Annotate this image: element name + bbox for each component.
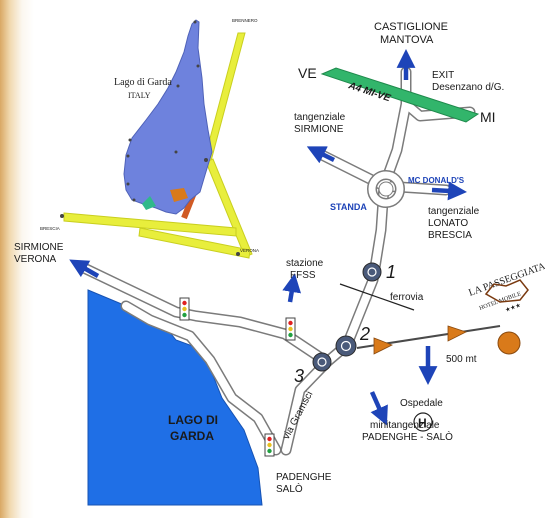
- waypoint-1-number: 1: [386, 262, 396, 282]
- inset-subtitle: ITALY: [128, 91, 151, 100]
- inset-roads: [63, 32, 253, 259]
- inset-towns: [60, 20, 240, 256]
- label-desenzano: Desenzano d/G.: [432, 82, 504, 93]
- arrow-sirmione-tangenziale: [306, 146, 336, 164]
- label-lago-di: LAGO DI: [168, 413, 218, 427]
- hospital-icon: H: [418, 416, 427, 430]
- orange-arrow-2: [447, 325, 468, 342]
- label-tang-sirmione-1: tangenziale: [294, 112, 346, 123]
- label-stazione: stazione: [286, 258, 324, 269]
- label-mi: MI: [480, 109, 496, 125]
- label-ospedale: Ospedale: [400, 398, 443, 409]
- label-tang-lonato-1: tangenziale: [428, 206, 480, 217]
- traffic-light-2: [285, 317, 296, 341]
- inset-orange-marker: [170, 188, 188, 202]
- waypoint-1: 1: [362, 262, 396, 282]
- label-exit: EXIT: [432, 70, 454, 81]
- direction-arrows: [69, 48, 467, 426]
- inset-green-marker: [142, 196, 156, 210]
- label-padenghe-salo-minitang: PADENGHE - SALÒ: [362, 430, 453, 443]
- waypoint-3-number: 3: [294, 366, 304, 386]
- label-tang-sirmione-2: SIRMIONE: [294, 124, 344, 135]
- label-padenghe: PADENGHE: [276, 472, 332, 483]
- inset-brescia-label: BRESCIA: [40, 226, 60, 231]
- railway-line: [339, 283, 415, 311]
- arrow-sirmione-verona: [69, 259, 100, 278]
- label-ferrovia: ferrovia: [390, 292, 424, 303]
- inset-title: Lago di Garda: [114, 77, 172, 88]
- inset-verona-label: VERONA: [240, 248, 259, 253]
- label-ve: VE: [298, 65, 317, 81]
- inset-lake: [123, 19, 213, 215]
- hospital-sign: H: [413, 412, 433, 432]
- hotel-horses-emblem: [484, 279, 529, 303]
- inset-brennero-label: BRENNERO: [232, 18, 258, 23]
- label-ffss: FFSS: [290, 270, 316, 281]
- arrow-mcdonalds: [431, 181, 467, 201]
- arrow-padenghe-minitang: [369, 391, 388, 426]
- hotel-stars: ★★★: [504, 302, 522, 314]
- label-minitangenziale: minitangenziale: [370, 420, 440, 431]
- label-500mt: 500 mt: [446, 354, 477, 365]
- route-to-hotel: [356, 325, 521, 355]
- waypoint-2-number: 2: [359, 324, 370, 344]
- orange-arrow-1: [373, 337, 393, 355]
- label-mcdonalds: MC DONALD'S: [408, 176, 465, 185]
- label-salo: SALÒ: [276, 482, 303, 495]
- label-tang-lonato-3: BRESCIA: [428, 230, 472, 241]
- hotel-name: LA PASSEGGIATA: [467, 261, 545, 299]
- traffic-light-3: [264, 433, 275, 457]
- label-sirmione: SIRMIONE: [14, 242, 64, 253]
- label-castiglione: CASTIGLIONE: [374, 21, 448, 33]
- label-standa: STANDA: [330, 202, 367, 212]
- inset-map: Lago di Garda ITALY BRESCIA VERONA BRENN…: [40, 18, 259, 259]
- arrow-stazione: [282, 273, 302, 303]
- label-tang-lonato-2: LONATO: [428, 218, 468, 229]
- hotel-location-marker: [497, 331, 521, 355]
- hotel-logo: LA PASSEGGIATA HOTEL MOBILE ★★★: [467, 261, 545, 314]
- label-mantova: MANTOVA: [380, 34, 434, 46]
- label-verona: VERONA: [14, 254, 57, 265]
- label-garda: GARDA: [170, 429, 214, 443]
- waypoint-3: 3: [294, 352, 332, 386]
- traffic-light-1: [179, 297, 190, 321]
- waypoint-2: 2: [335, 324, 370, 357]
